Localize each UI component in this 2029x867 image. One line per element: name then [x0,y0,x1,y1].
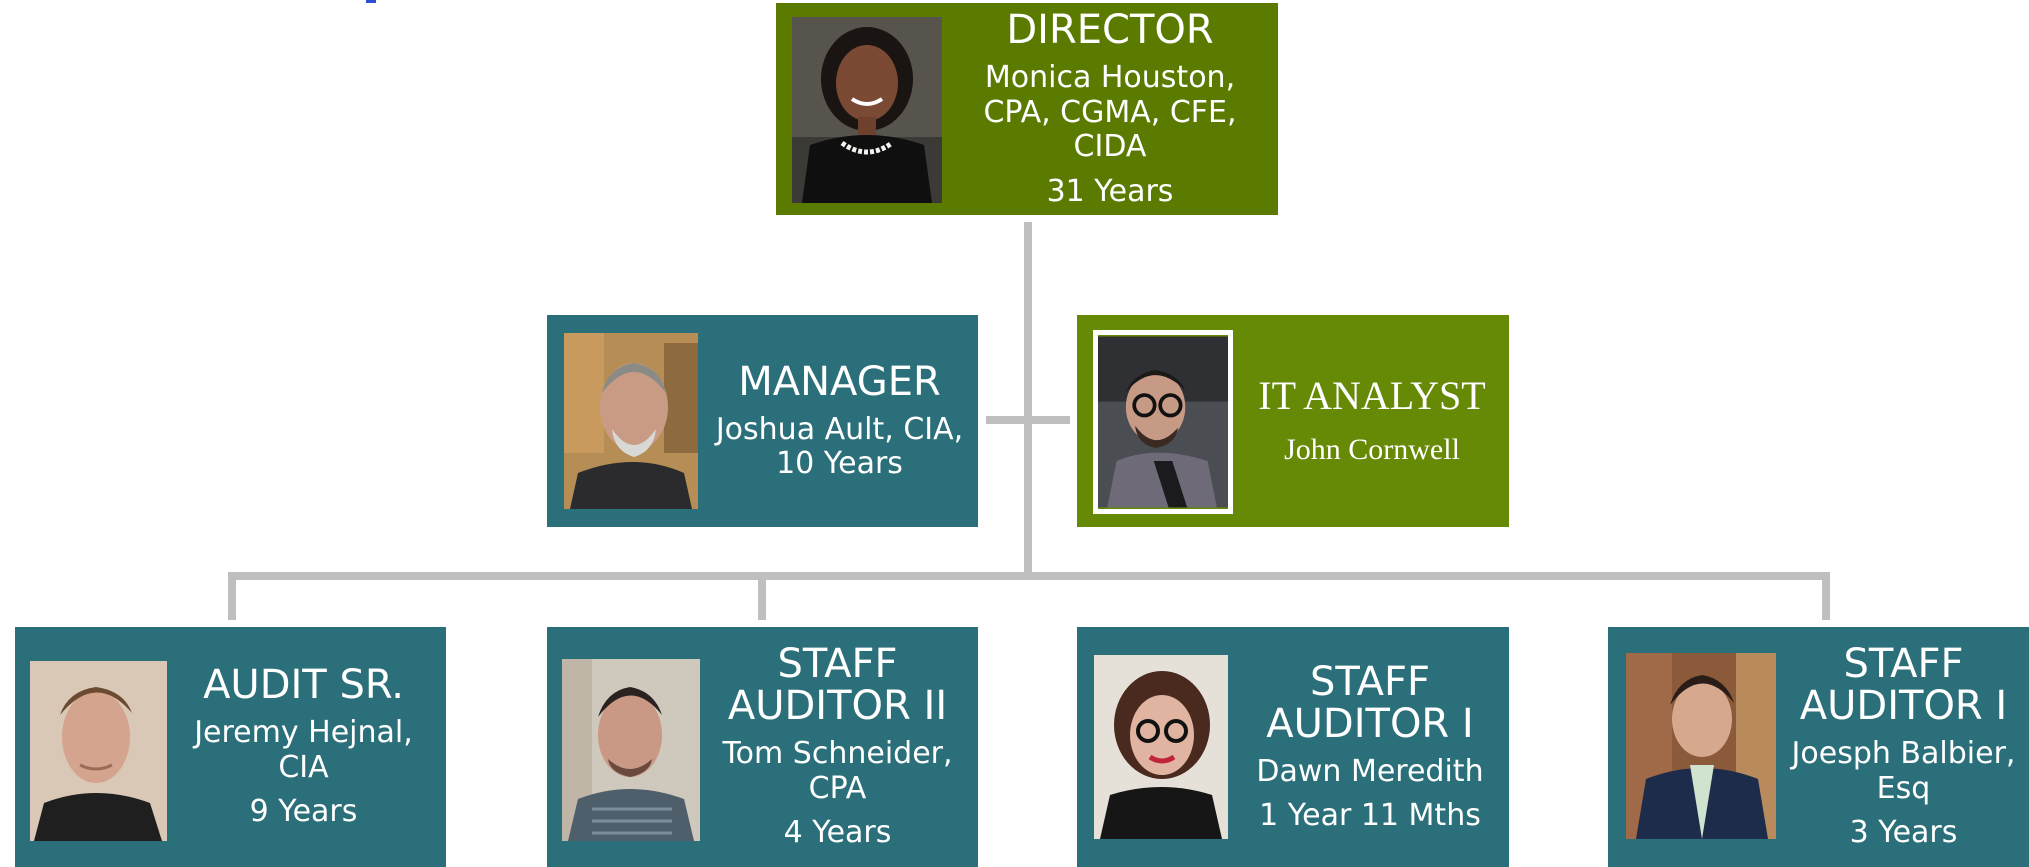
director-title: DIRECTOR [1006,7,1214,53]
it-analyst-title: IT ANALYST [1258,372,1486,418]
it-analyst-name: John Cornwell [1284,432,1460,466]
connector-drop-staff-ii [758,572,766,620]
staff-auditor-i-joesph-photo [1626,653,1776,839]
staff-auditor-i-joesph-name: Joesph Balbier, Esq [1791,736,2016,806]
manager-title: MANAGER [738,358,941,405]
staff-auditor-ii-title: STAFF AUDITOR II [727,641,948,730]
staff-auditor-i-joesph-card[interactable]: STAFF AUDITOR I Joesph Balbier, Esq 3 Ye… [1608,627,2029,867]
staff-auditor-ii-card[interactable]: STAFF AUDITOR II Tom Schneider, CPA 4 Ye… [547,627,978,867]
audit-sr-card[interactable]: AUDIT SR. Jeremy Hejnal, CIA 9 Years [15,627,446,867]
staff-auditor-ii-years: 4 Years [783,815,892,851]
staff-auditor-i-joesph-years: 3 Years [1849,815,1958,851]
director-name: Monica Houston, CPA, CGMA, CFE, CIDA [983,60,1237,164]
manager-photo [564,333,698,509]
staff-auditor-i-dawn-name: Dawn Meredith [1256,753,1484,789]
audit-sr-title: AUDIT SR. [203,662,404,709]
staff-auditor-ii-photo [562,659,700,841]
director-card[interactable]: DIRECTOR Monica Houston, CPA, CGMA, CFE,… [776,3,1278,215]
manager-name: Joshua Ault, CIA, 10 Years [715,411,964,481]
director-photo [792,17,942,203]
connector-horizontal [228,572,1830,580]
audit-sr-name: Jeremy Hejnal, CIA [194,715,413,785]
it-analyst-photo [1093,330,1233,514]
connector-trunk [1024,222,1032,576]
connector-drop-audit-sr [228,572,236,620]
it-analyst-card[interactable]: IT ANALYST John Cornwell [1077,315,1509,527]
top-left-accent [366,0,376,3]
connector-drop-staff-i-right [1822,572,1830,620]
staff-auditor-i-dawn-years: 1 Year 11 Mths [1259,798,1481,833]
staff-auditor-i-dawn-card[interactable]: STAFF AUDITOR I Dawn Meredith 1 Year 11 … [1077,627,1509,867]
staff-auditor-i-dawn-photo [1094,655,1228,839]
audit-sr-years: 9 Years [249,794,358,830]
manager-card[interactable]: MANAGER Joshua Ault, CIA, 10 Years [547,315,978,527]
audit-sr-photo [30,661,167,841]
director-years: 31 Years [1046,173,1174,209]
connector-assistants [986,416,1070,424]
staff-auditor-ii-name: Tom Schneider, CPA [722,736,953,806]
staff-auditor-i-dawn-title: STAFF AUDITOR I [1266,658,1474,747]
staff-auditor-i-joesph-title: STAFF AUDITOR I [1799,641,2008,730]
